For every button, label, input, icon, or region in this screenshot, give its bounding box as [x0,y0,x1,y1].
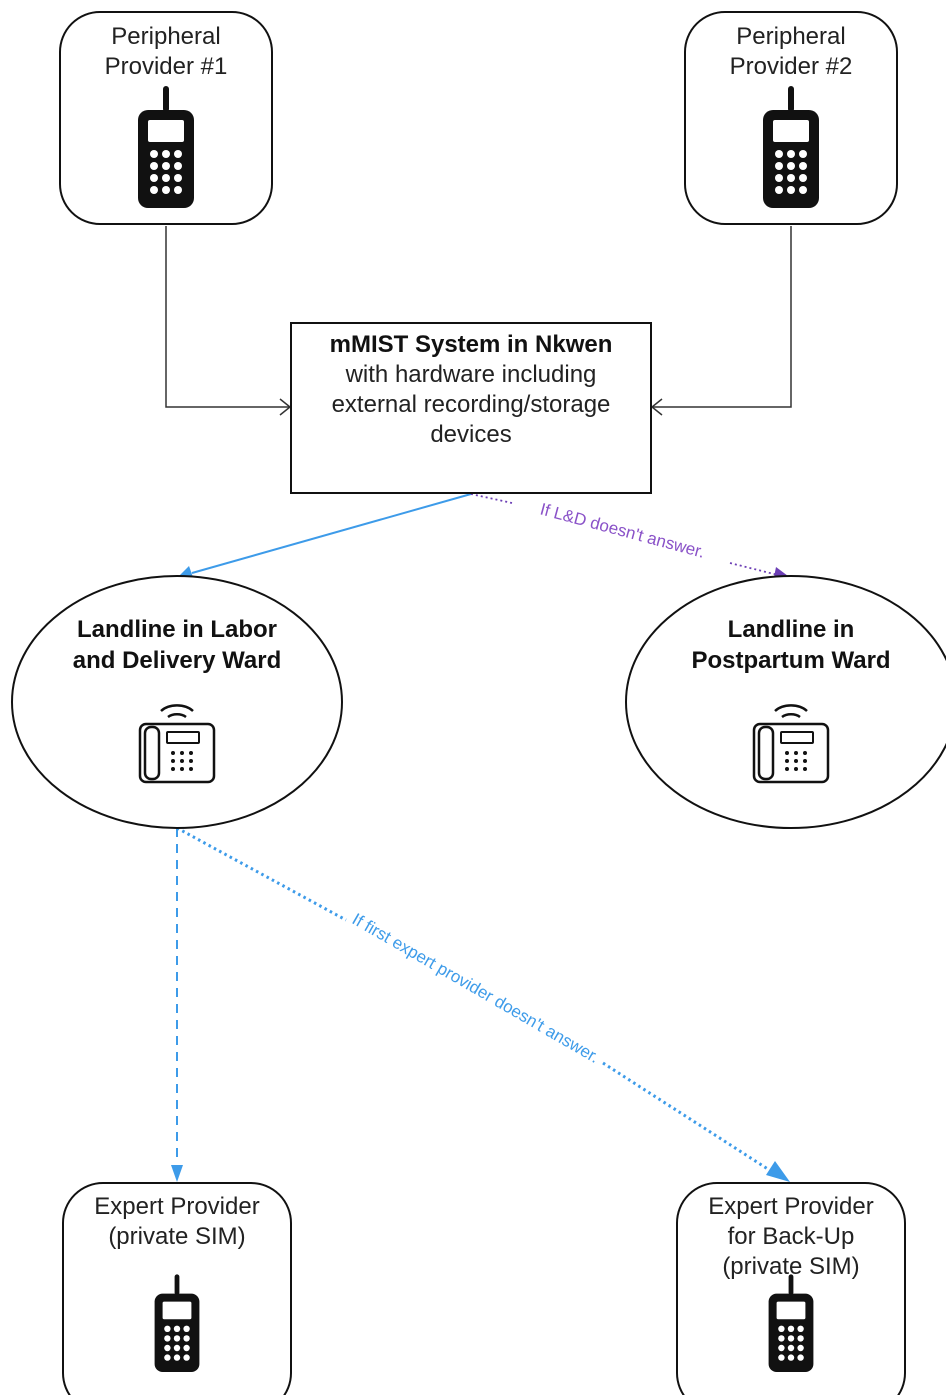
edge-mmist-to-landline-ld [177,493,472,580]
expert-1-label-line-2: (private SIM) [108,1223,245,1250]
landline-pp-label-line-1: Landline in [728,616,855,643]
peripheral-1-label-line-2: Provider #1 [105,53,228,80]
node-peripheral-provider-1: Peripheral Provider #1 [59,11,273,225]
edge-landline-ld-to-expert-2: If first expert provider doesn't answer. [176,826,790,1182]
mmist-desc-line-2: external recording/storage [332,391,611,418]
edge-peripheral-1-to-mmist [165,226,292,416]
mmist-title: mMIST System in Nkwen [330,331,613,358]
peripheral-2-label-line-2: Provider #2 [730,53,853,80]
expert-2-label-line-1: Expert Provider [708,1193,873,1220]
node-landline-labor-delivery: Landline in Labor and Delivery Ward [11,575,343,829]
node-landline-postpartum: Landline in Postpartum Ward [625,575,946,829]
landline-ld-label-line-2: and Delivery Ward [73,647,282,674]
edge-landline-ld-to-expert-1 [171,828,183,1182]
edge-label-expert-no-answer: If first expert provider doesn't answer. [349,910,603,1067]
expert-1-label-line-1: Expert Provider [94,1193,259,1220]
edge-mmist-to-landline-pp: If L&D doesn't answer. [470,493,792,582]
mmist-desc-line-1: with hardware including [345,361,597,388]
edge-label-ld-no-answer: If L&D doesn't answer. [538,500,707,562]
mmist-desc-line-3: devices [430,421,511,448]
landline-pp-label-line-2: Postpartum Ward [691,647,890,674]
expert-2-label-line-2: for Back-Up [728,1223,855,1250]
node-expert-provider-backup: Expert Provider for Back-Up (private SIM… [676,1182,906,1395]
node-expert-provider: Expert Provider (private SIM) [62,1182,292,1395]
node-peripheral-provider-2: Peripheral Provider #2 [684,11,898,225]
peripheral-2-label-line-1: Peripheral [736,23,845,50]
peripheral-1-label-line-1: Peripheral [111,23,220,50]
landline-ld-label-line-1: Landline in Labor [77,616,277,643]
node-mmist-system: mMIST System in Nkwen with hardware incl… [290,322,652,494]
edge-peripheral-2-to-mmist [650,226,792,416]
